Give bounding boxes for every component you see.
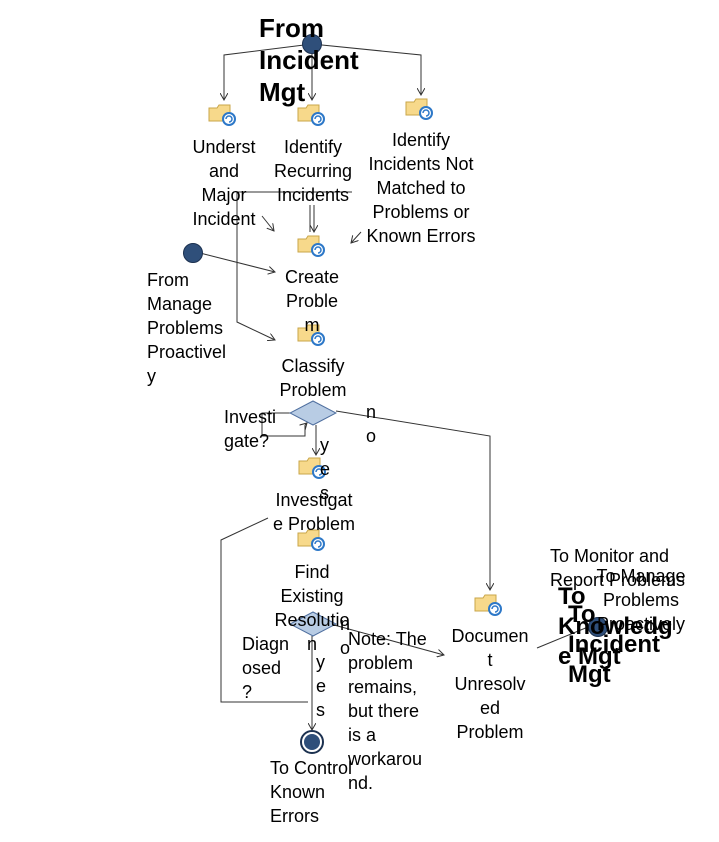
- end-incident-label: To Incident Mgt: [568, 601, 661, 688]
- gateway-diagnosed-label: Diagn osed ?: [242, 634, 290, 702]
- gateway-investigate-yes: y e s: [320, 435, 331, 503]
- task-folder-icon: [474, 594, 502, 616]
- end-manage-label: To Manage Problems Proactively: [596, 566, 686, 634]
- task-folder-icon: [297, 104, 325, 126]
- start-event-incident: [302, 34, 322, 54]
- end-event-control: [300, 730, 324, 754]
- task-identify-recurring-label: Identify Recurring Incidents: [273, 137, 353, 205]
- end-knowledge-label: To Knowledg e Mgt: [558, 583, 673, 670]
- task-document-label: Documen t Unresolv ed Problem: [451, 626, 529, 742]
- task-classify-label: Classify Problem: [279, 356, 347, 400]
- note-workaround: Note: The problem remains, but there is …: [348, 629, 427, 793]
- task-understand-label: Underst and Major Incident: [192, 137, 256, 229]
- task-find-label: Find Existing Resolutio n: [274, 562, 350, 654]
- task-create-label: Create Proble m: [284, 267, 340, 335]
- end-event-right: [588, 617, 608, 637]
- task-folder-icon: [297, 529, 325, 551]
- gateway-investigate-no: n o: [366, 402, 377, 446]
- task-investigate-label: Investigat e Problem: [272, 490, 356, 534]
- task-folder-icon: [297, 324, 325, 346]
- end-control-label: To Control Known Errors: [270, 758, 353, 826]
- gateway-diagnosed: [289, 611, 337, 637]
- gateway-investigate: [289, 400, 337, 426]
- task-folder-icon: [208, 104, 236, 126]
- task-folder-icon: [297, 235, 325, 257]
- task-folder-icon: [405, 98, 433, 120]
- gateway-diagnosed-yes: y e s: [316, 652, 327, 720]
- task-identify-not-matched-label: Identify Incidents Not Matched to Proble…: [366, 130, 476, 246]
- task-folder-icon: [298, 457, 326, 479]
- start-manage-label: From Manage Problems Proactivel y: [147, 270, 227, 386]
- gateway-investigate-label: Investi gate?: [224, 407, 277, 451]
- end-monitor-label: To Monitor and Report Problems: [550, 546, 686, 590]
- gateway-diagnosed-no: n o: [340, 614, 351, 658]
- start-incident-label: From Incident Mgt: [259, 13, 359, 107]
- start-event-manage: [183, 243, 203, 263]
